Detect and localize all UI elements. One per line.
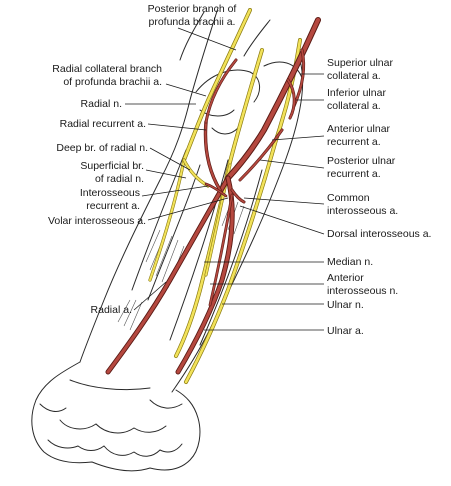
label-superficial-branch-2: of radial n. <box>95 173 144 185</box>
label-superior-ulnar-collateral-2: collateral a. <box>327 70 381 82</box>
label-radial-artery: Radial a. <box>91 304 132 316</box>
label-superficial-branch-1: Superficial br. <box>80 160 144 172</box>
label-interosseous-recurrent-2: recurrent a. <box>86 200 140 212</box>
label-radial-recurrent-artery: Radial recurrent a. <box>60 118 146 130</box>
label-common-interosseous-1: Common <box>327 192 370 204</box>
label-ulnar-artery: Ulnar a. <box>327 325 364 337</box>
label-anterior-interosseous-1: Anterior <box>327 272 364 284</box>
leader-lines <box>125 27 325 331</box>
hand-fist <box>31 361 201 472</box>
label-interosseous-recurrent-1: Interosseous <box>80 187 140 199</box>
label-inferior-ulnar-collateral-1: Inferior ulnar <box>327 87 386 99</box>
label-median-nerve: Median n. <box>327 256 373 268</box>
label-volar-interosseous-artery: Volar interosseous a. <box>48 215 146 227</box>
labels-right: Superior ulnar collateral a. Inferior ul… <box>327 57 431 337</box>
label-superior-ulnar-collateral-1: Superior ulnar <box>327 57 393 69</box>
label-anterior-ulnar-recurrent-2: recurrent a. <box>327 136 381 148</box>
arteries <box>105 17 321 375</box>
label-ulnar-nerve: Ulnar n. <box>327 299 364 311</box>
arm-outline <box>79 7 304 393</box>
label-posterior-ulnar-recurrent-1: Posterior ulnar <box>327 155 396 167</box>
label-radial-nerve: Radial n. <box>81 98 122 110</box>
label-posterior-ulnar-recurrent-2: recurrent a. <box>327 168 381 180</box>
label-posterior-branch-profunda-1: Posterior branch of <box>148 3 237 15</box>
labels-left: Posterior branch of profunda brachii a. … <box>48 3 236 316</box>
label-inferior-ulnar-collateral-2: collateral a. <box>327 100 381 112</box>
label-deep-branch-radial-nerve: Deep br. of radial n. <box>56 142 148 154</box>
label-radial-collateral-2: of profunda brachii a. <box>63 76 162 88</box>
label-anterior-interosseous-2: interosseous n. <box>327 285 398 297</box>
label-common-interosseous-2: interosseous a. <box>327 205 398 217</box>
label-posterior-branch-profunda-2: profunda brachii a. <box>149 16 236 28</box>
label-dorsal-interosseous-artery: Dorsal interosseous a. <box>327 228 431 240</box>
label-radial-collateral-1: Radial collateral branch <box>52 63 162 75</box>
deep-radial-nerve <box>182 158 210 188</box>
label-anterior-ulnar-recurrent-1: Anterior ulnar <box>327 123 391 135</box>
